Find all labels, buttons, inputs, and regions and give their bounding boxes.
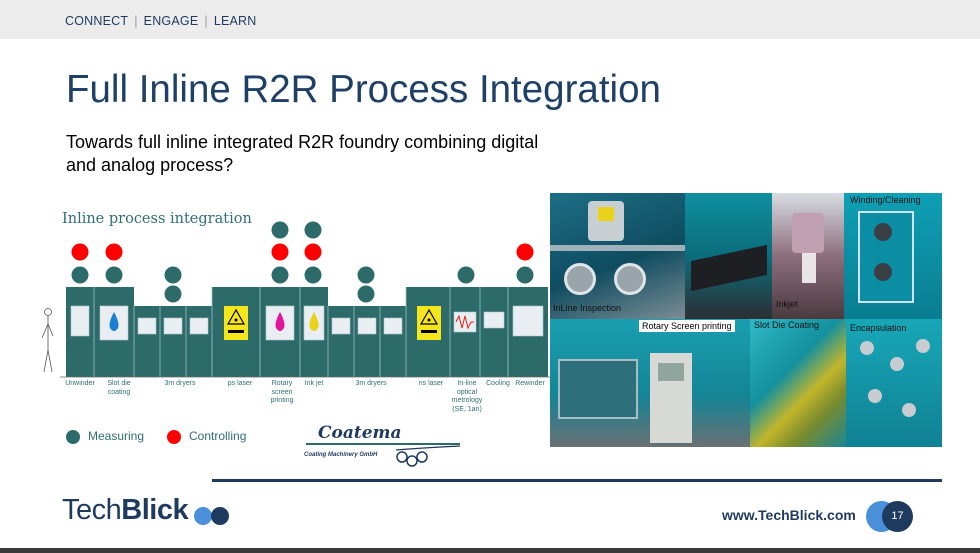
- techblick-logo: TechBlick: [62, 494, 189, 527]
- photo-label: Slot Die Coating: [754, 320, 820, 330]
- photo-label: InLine Inspection: [553, 303, 622, 313]
- operator-figure: [41, 308, 54, 373]
- photo-collage: Winding/Cleaning InLine Inspection Inkje…: [550, 193, 942, 447]
- process-line-diagram: [41, 221, 552, 378]
- top-bar: [0, 0, 980, 39]
- slide-subtitle: Towards full inline integrated R2R found…: [66, 132, 539, 175]
- photo-inline-inspection: [550, 193, 685, 319]
- coatema-brand: Coatema: [318, 423, 402, 443]
- nav-connect[interactable]: CONNECT: [65, 14, 129, 28]
- diagram-title: Inline process integration: [62, 211, 252, 227]
- station-label: Cooling: [486, 380, 510, 387]
- nav-engage[interactable]: ENGAGE: [143, 14, 199, 28]
- coatema-logo: Coatema Coating Machinery GmbH: [304, 423, 461, 467]
- photo-rotary-screen-printing: [550, 319, 750, 447]
- photo-inkjet: [772, 193, 844, 319]
- station-label: Rewinder: [515, 380, 545, 387]
- legend-controlling-label: Controlling: [189, 429, 247, 443]
- station-label: Unwinder: [65, 380, 95, 387]
- metrology-signal-icon: [455, 314, 474, 330]
- blue-ink-drop-icon: [109, 312, 119, 331]
- station-label: 3m dryers: [355, 380, 387, 387]
- measuring-dots: [71, 221, 534, 303]
- station-label: In-line optical metrology (SE, 1an): [451, 380, 483, 413]
- photo-label: Rotary Screen printing: [639, 320, 735, 332]
- station-label: Slot die coating: [107, 380, 131, 396]
- nav-learn[interactable]: LEARN: [213, 14, 257, 28]
- photo-label: Inkjet: [776, 299, 798, 309]
- photo-label: Encapsulation: [850, 323, 907, 333]
- photo-winding-cleaning: [844, 193, 942, 319]
- footer-divider: [212, 479, 942, 482]
- coatema-tagline: Coating Machinery GmbH: [304, 452, 378, 458]
- laser-warning-icon: [224, 306, 248, 340]
- magenta-ink-drop-icon: [275, 312, 285, 331]
- legend-controlling-dot: [167, 430, 181, 444]
- station-label: ns laser: [418, 380, 444, 387]
- logo-tech: Tech: [62, 494, 122, 526]
- station-label: Ink jet: [304, 380, 324, 387]
- legend-measuring-label: Measuring: [88, 429, 145, 443]
- station-label: 3m dryers: [164, 380, 196, 387]
- logo-blick: Blick: [121, 494, 189, 526]
- controlling-dots: [71, 243, 534, 261]
- top-nav: CONNECT|ENGAGE|LEARN: [65, 14, 257, 28]
- photo-slot-die-coating: [750, 319, 846, 447]
- station-label: ps laser: [227, 380, 253, 387]
- legend-measuring-dot: [66, 430, 80, 444]
- laser-warning-icon: [417, 306, 441, 340]
- photo-unit: [685, 193, 772, 319]
- photo-label: Winding/Cleaning: [850, 195, 921, 205]
- page-number: 17: [882, 501, 913, 532]
- logo-circles-icon: [194, 507, 229, 525]
- photo-encapsulation: [846, 319, 942, 447]
- slide-title: Full Inline R2R Process Integration: [66, 68, 661, 111]
- yellow-ink-drop-icon: [309, 312, 319, 331]
- bottom-edge: [0, 548, 980, 553]
- footer-url[interactable]: www.TechBlick.com: [722, 507, 856, 523]
- station-label: Rotary screen printing: [270, 380, 294, 404]
